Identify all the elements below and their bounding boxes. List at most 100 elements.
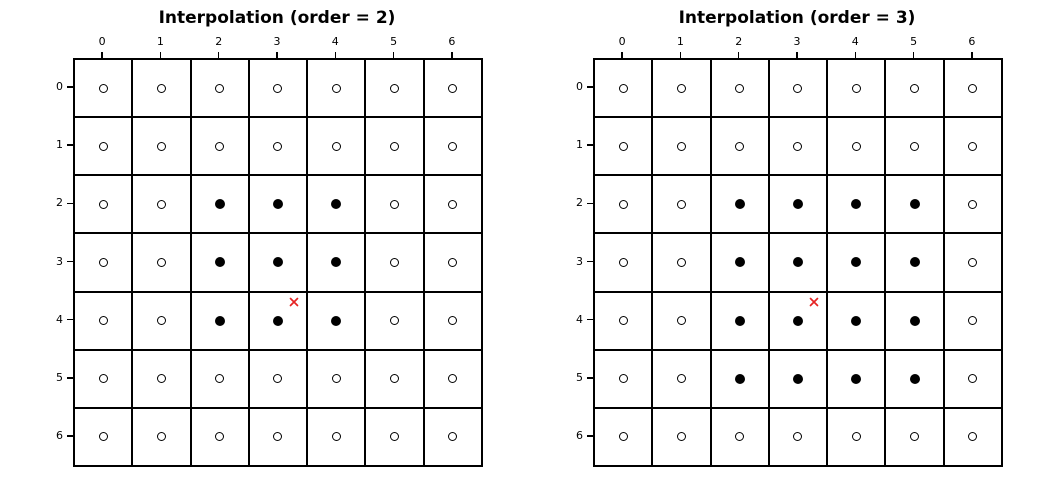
open-circle-marker — [676, 374, 686, 384]
grid-cell — [827, 175, 886, 234]
grid-cell — [74, 59, 133, 118]
open-circle-marker — [968, 83, 978, 93]
y-tick-label: 2 — [56, 196, 63, 210]
open-circle-marker — [273, 432, 283, 442]
filled-circle-marker — [792, 199, 803, 210]
grid-cell — [885, 291, 944, 350]
grid-cell — [132, 291, 191, 350]
open-circle-marker — [448, 432, 458, 442]
filled-circle-marker — [909, 199, 920, 210]
grid-cell — [365, 349, 424, 408]
filled-circle-marker — [331, 315, 342, 326]
grid-cell — [652, 407, 711, 466]
x-tick-mark — [392, 52, 395, 58]
grid-cell — [710, 175, 769, 234]
grid-cell — [827, 291, 886, 350]
open-circle-marker — [618, 316, 628, 326]
grid-cell — [885, 175, 944, 234]
open-circle-marker — [390, 316, 400, 326]
open-circle-marker — [390, 257, 400, 267]
filled-circle-marker — [734, 315, 745, 326]
grid-cell — [594, 59, 653, 118]
x-tick-label: 4 — [331, 35, 339, 48]
grid-cell — [248, 175, 308, 234]
filled-circle-marker — [909, 315, 920, 326]
x-tick-label: 1 — [676, 35, 684, 48]
y-tick-mark — [67, 260, 73, 263]
open-circle-marker — [448, 374, 458, 384]
grid-cell — [248, 233, 308, 292]
grid-cell — [885, 407, 944, 466]
grid-cell — [307, 349, 366, 408]
grid-cell — [827, 349, 886, 408]
y-tick-label: 6 — [56, 428, 63, 442]
grid-cell — [768, 233, 828, 292]
x-tick-label: 2 — [215, 35, 223, 48]
x-tick-mark — [679, 52, 682, 58]
y-tick-mark — [587, 202, 593, 205]
filled-circle-marker — [851, 373, 862, 384]
grid-cell — [365, 117, 424, 176]
open-circle-marker — [448, 83, 458, 93]
x-tick-label: 5 — [910, 35, 918, 48]
open-circle-marker — [448, 316, 458, 326]
open-circle-marker — [390, 432, 400, 442]
grid-cell — [423, 407, 482, 466]
grid-cell — [365, 59, 424, 118]
y-tick-mark — [587, 377, 593, 379]
grid-cell — [943, 407, 1002, 466]
grid-cell — [307, 117, 366, 176]
open-circle-marker — [968, 316, 978, 326]
grid-cell — [594, 349, 653, 408]
open-circle-marker — [331, 374, 341, 384]
grid-cell — [307, 291, 366, 350]
open-circle-marker — [618, 257, 628, 267]
grid-cell — [768, 291, 828, 350]
grid-cell — [594, 291, 653, 350]
filled-circle-marker — [909, 257, 920, 268]
x-tick-mark — [912, 52, 915, 58]
grid-cell — [190, 291, 249, 350]
x-tick-label: 3 — [793, 35, 801, 48]
y-tick-mark — [67, 144, 73, 146]
grid-cell — [885, 349, 944, 408]
grid-cell — [652, 175, 711, 234]
open-circle-marker — [851, 83, 861, 93]
grid-cell — [768, 349, 828, 408]
open-circle-marker — [156, 141, 166, 151]
y-tick-label: 6 — [576, 428, 583, 442]
grid-cell — [74, 291, 133, 350]
open-circle-marker — [98, 374, 108, 384]
y-tick-mark — [67, 318, 73, 321]
filled-circle-marker — [792, 257, 803, 268]
grid-cell — [943, 175, 1002, 234]
filled-circle-marker — [734, 199, 745, 210]
grid-cell — [710, 59, 769, 118]
y-tick-mark — [67, 377, 73, 379]
grid-cell — [423, 117, 482, 176]
grid-cell — [248, 117, 308, 176]
x-tick-mark — [737, 52, 740, 58]
grid-cell — [307, 407, 366, 466]
grid-cell — [248, 291, 308, 350]
x-tick-label: 4 — [851, 35, 859, 48]
chart-title: Interpolation (order = 3) — [678, 8, 916, 28]
open-circle-marker — [618, 83, 628, 93]
y-tick-label: 3 — [576, 254, 583, 268]
grid-cell — [132, 349, 191, 408]
grid-cell — [248, 349, 308, 408]
open-circle-marker — [215, 374, 225, 384]
y-tick-mark — [587, 435, 593, 437]
open-circle-marker — [851, 432, 861, 442]
x-tick-mark — [159, 52, 162, 58]
y-tick-label: 5 — [576, 370, 583, 384]
open-circle-marker — [968, 257, 978, 267]
open-circle-marker — [676, 432, 686, 442]
open-circle-marker — [215, 83, 225, 93]
grid-cell — [248, 407, 308, 466]
open-circle-marker — [390, 374, 400, 384]
open-circle-marker — [448, 141, 458, 151]
filled-circle-marker — [851, 257, 862, 268]
y-tick-mark — [67, 435, 73, 437]
grid-cell — [365, 407, 424, 466]
